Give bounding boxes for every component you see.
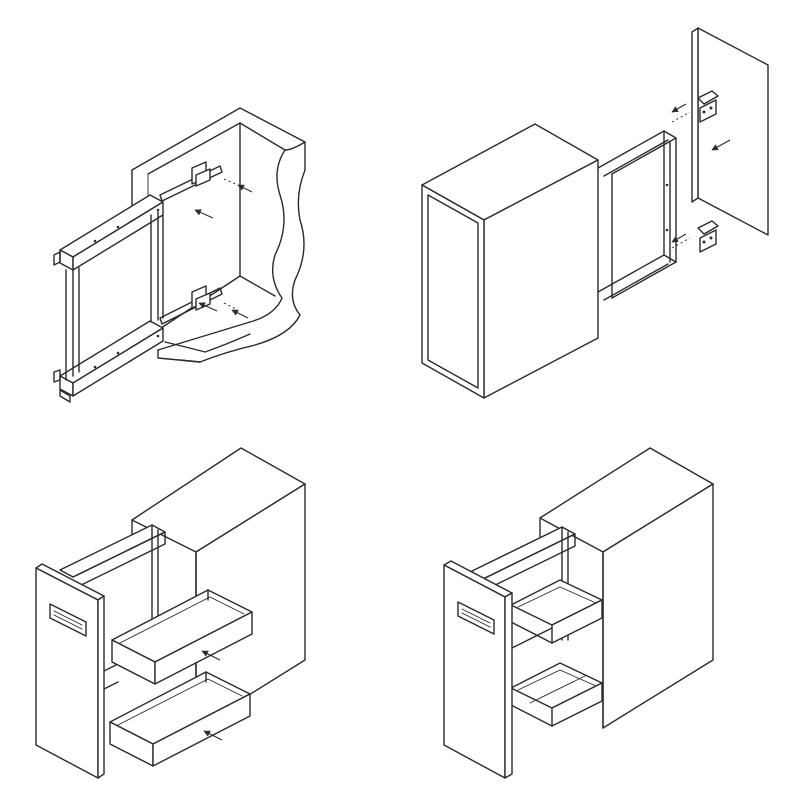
upper-basket	[111, 589, 253, 685]
lower-basket	[109, 671, 251, 767]
slide-frame	[59, 524, 166, 691]
cabinet-cutaway	[131, 107, 306, 363]
upper-basket	[510, 579, 603, 644]
bracket-arrow-lower	[671, 233, 687, 243]
lower-basket-arrow	[203, 730, 223, 741]
front-panel	[443, 560, 513, 779]
upper-cabinet-rail	[159, 161, 223, 202]
lower-bracket	[697, 220, 719, 253]
slide-frame	[597, 130, 677, 301]
lower-cabinet-rail	[159, 285, 223, 325]
panel-3-basket-insertion	[35, 447, 306, 779]
cabinet-box	[421, 123, 599, 399]
upper-bracket	[697, 90, 719, 123]
front-panel	[691, 27, 769, 236]
cabinet-box	[539, 447, 714, 729]
pull-out-frame	[53, 194, 164, 403]
cabinet-box	[131, 447, 306, 729]
front-panel	[35, 563, 105, 779]
mount-arrow-4	[231, 309, 249, 319]
mount-arrow-2	[194, 209, 214, 219]
panel-1-frame-installation	[53, 107, 306, 403]
bracket-arrow-upper	[671, 103, 687, 113]
lower-basket	[510, 662, 603, 727]
panel-2-front-attachment	[421, 27, 769, 399]
mount-arrow-3	[198, 302, 218, 312]
mount-arrow-1	[237, 184, 253, 193]
panel-4-assembled	[443, 447, 714, 779]
panel-arrow	[711, 139, 731, 151]
upper-basket-arrow	[201, 650, 221, 661]
